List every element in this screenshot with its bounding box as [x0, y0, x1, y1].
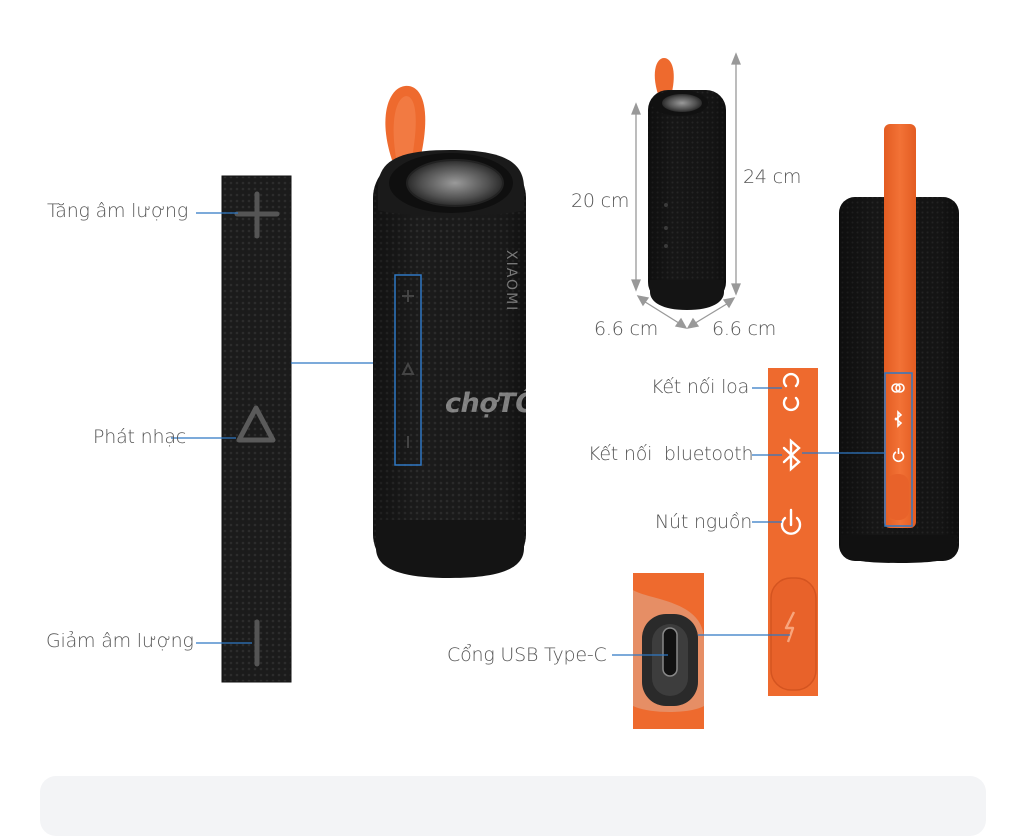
svg-text:XIAOMI: XIAOMI [503, 250, 519, 312]
label-width-left: 6.6 cm [594, 318, 659, 340]
dimension-speaker [648, 58, 726, 310]
label-play: Phát nhạc [93, 426, 187, 448]
usb-closeup [633, 573, 704, 729]
lightning-icon [784, 611, 796, 643]
watermark: chợTỐT [445, 388, 556, 419]
back-speaker [839, 124, 959, 563]
label-usb-port: Cổng USB Type-C [447, 644, 607, 666]
label-volume-up: Tăng âm lượng [47, 200, 189, 222]
play-triangle-icon [236, 405, 276, 443]
label-height-total: 24 cm [743, 166, 802, 188]
back-button-highlight [884, 372, 913, 527]
strap-closeup [768, 368, 818, 696]
plus-icon [234, 191, 280, 239]
label-connect-bluetooth: Kết nối bluetooth [588, 443, 754, 465]
product-infographic: XIAOMI [40, 52, 986, 836]
label-connect-speaker: Kết nối loa [651, 376, 750, 398]
footer-card [40, 776, 986, 836]
infographic-artwork: XIAOMI [171, 52, 959, 729]
button-highlight-box [394, 274, 422, 466]
label-volume-down: Giảm âm lượng [46, 630, 194, 652]
right-leader-lines [612, 387, 885, 656]
power-icon [780, 516, 802, 535]
usb-c-port-icon [662, 627, 678, 677]
dimension-arrows [631, 52, 741, 329]
bluetooth-icon [782, 438, 801, 472]
label-width-right: 6.6 cm [712, 318, 777, 340]
link-icon [782, 372, 800, 412]
button-strip-closeup [221, 175, 292, 683]
label-height-body: 20 cm [571, 190, 630, 212]
main-speaker: XIAOMI [373, 85, 526, 578]
label-power: Nút nguồn [655, 511, 753, 533]
